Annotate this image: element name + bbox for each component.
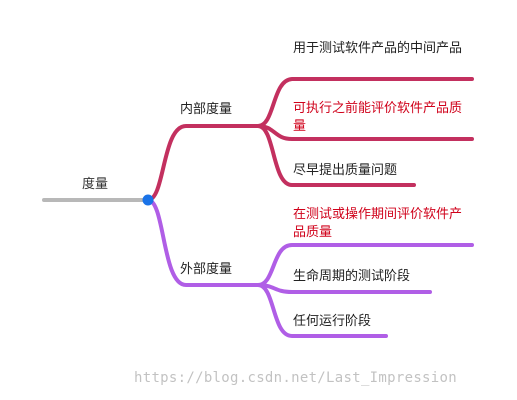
leaf-label-external-1: 在测试或操作期间评价软件产品质量 [293,207,463,240]
leaf-line-internal-3 [256,124,416,187]
leaf-line-external-2 [256,283,432,294]
leaf-label-internal-3: 尽早提出质量问题 [293,163,398,178]
leaf-label-internal-2: 可执行之前能评价软件产品质量 [293,101,463,134]
watermark-text: https://blog.csdn.net/Last_Impression [134,370,457,386]
leaf-label-external-2: 生命周期的测试阶段 [293,269,411,284]
branch-label-external: 外部度量 [180,262,233,277]
branch-line-internal [146,124,260,202]
branch-label-internal: 内部度量 [180,102,233,117]
leaf-line-internal-1 [256,77,474,128]
root-node-dot [142,194,154,206]
root-node-label: 度量 [82,177,109,192]
leaf-label-internal-1: 用于测试软件产品的中间产品 [293,41,463,56]
leaf-line-external-3 [256,283,388,338]
branch-line-external [146,198,260,287]
leaf-label-external-3: 任何运行阶段 [293,314,372,329]
